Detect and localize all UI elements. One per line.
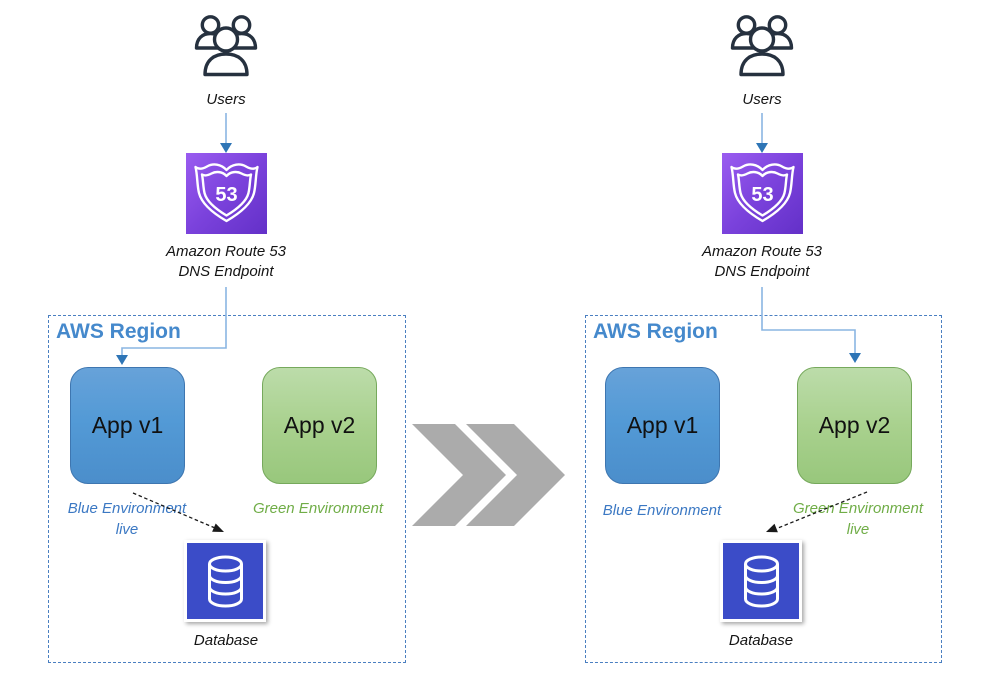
route53-caption-line1: Amazon Route 53 [165, 243, 287, 260]
blue-environment-line1: Blue Environment [67, 500, 187, 517]
aws-region-label-right: AWS Region [593, 320, 718, 343]
database-icon [720, 540, 802, 622]
green-environment-line1: Green Environment [252, 500, 384, 517]
route53-caption-line2: DNS Endpoint [178, 263, 274, 280]
database-icon-inner [187, 543, 263, 619]
database-label: Database [193, 632, 259, 649]
app-v1-box-right: App v1 [605, 367, 720, 484]
aws-region-label-left: AWS Region [56, 320, 181, 343]
users-to-route53-arrow-right [756, 113, 768, 153]
blue-environment-line1: Blue Environment [602, 502, 722, 519]
route53-icon: 53 [186, 153, 267, 234]
app-v2-box-right: App v2 [797, 367, 912, 484]
users-label: Users [206, 91, 246, 108]
database-icon [184, 540, 266, 622]
route53-badge-number: 53 [215, 184, 237, 206]
users-icon [730, 12, 794, 88]
route53-caption-line2: DNS Endpoint [714, 263, 810, 280]
green-environment-label-left: Green Environment [238, 498, 398, 519]
app-v1-box-left: App v1 [70, 367, 185, 484]
users-to-route53-arrow-left [220, 113, 232, 153]
users-label: Users [742, 91, 782, 108]
aws-region-box-left [48, 315, 406, 663]
users-icon [194, 12, 258, 88]
database-label: Database [728, 632, 794, 649]
blue-environment-label-right: Blue Environment [582, 500, 742, 521]
route53-caption: Amazon Route 53 DNS Endpoint [682, 242, 842, 282]
route53-caption-line1: Amazon Route 53 [701, 243, 823, 260]
green-environment-line2: live [846, 521, 870, 538]
route53-caption: Amazon Route 53 DNS Endpoint [146, 242, 306, 282]
route53-icon: 53 [722, 153, 803, 234]
app-v1-label: App v1 [626, 412, 699, 438]
transition-chevron-icon [412, 424, 565, 526]
route53-badge-number: 53 [751, 184, 773, 206]
app-v1-label: App v1 [91, 412, 164, 438]
app-v2-box-left: App v2 [262, 367, 377, 484]
app-v2-label: App v2 [818, 412, 891, 438]
green-environment-line1: Green Environment [792, 500, 924, 517]
blue-environment-line2: live [115, 521, 139, 538]
blue-environment-label-left: Blue Environment live [47, 498, 207, 540]
app-v2-label: App v2 [283, 412, 356, 438]
green-environment-label-right: Green Environment live [778, 498, 938, 540]
database-icon-inner [723, 543, 799, 619]
